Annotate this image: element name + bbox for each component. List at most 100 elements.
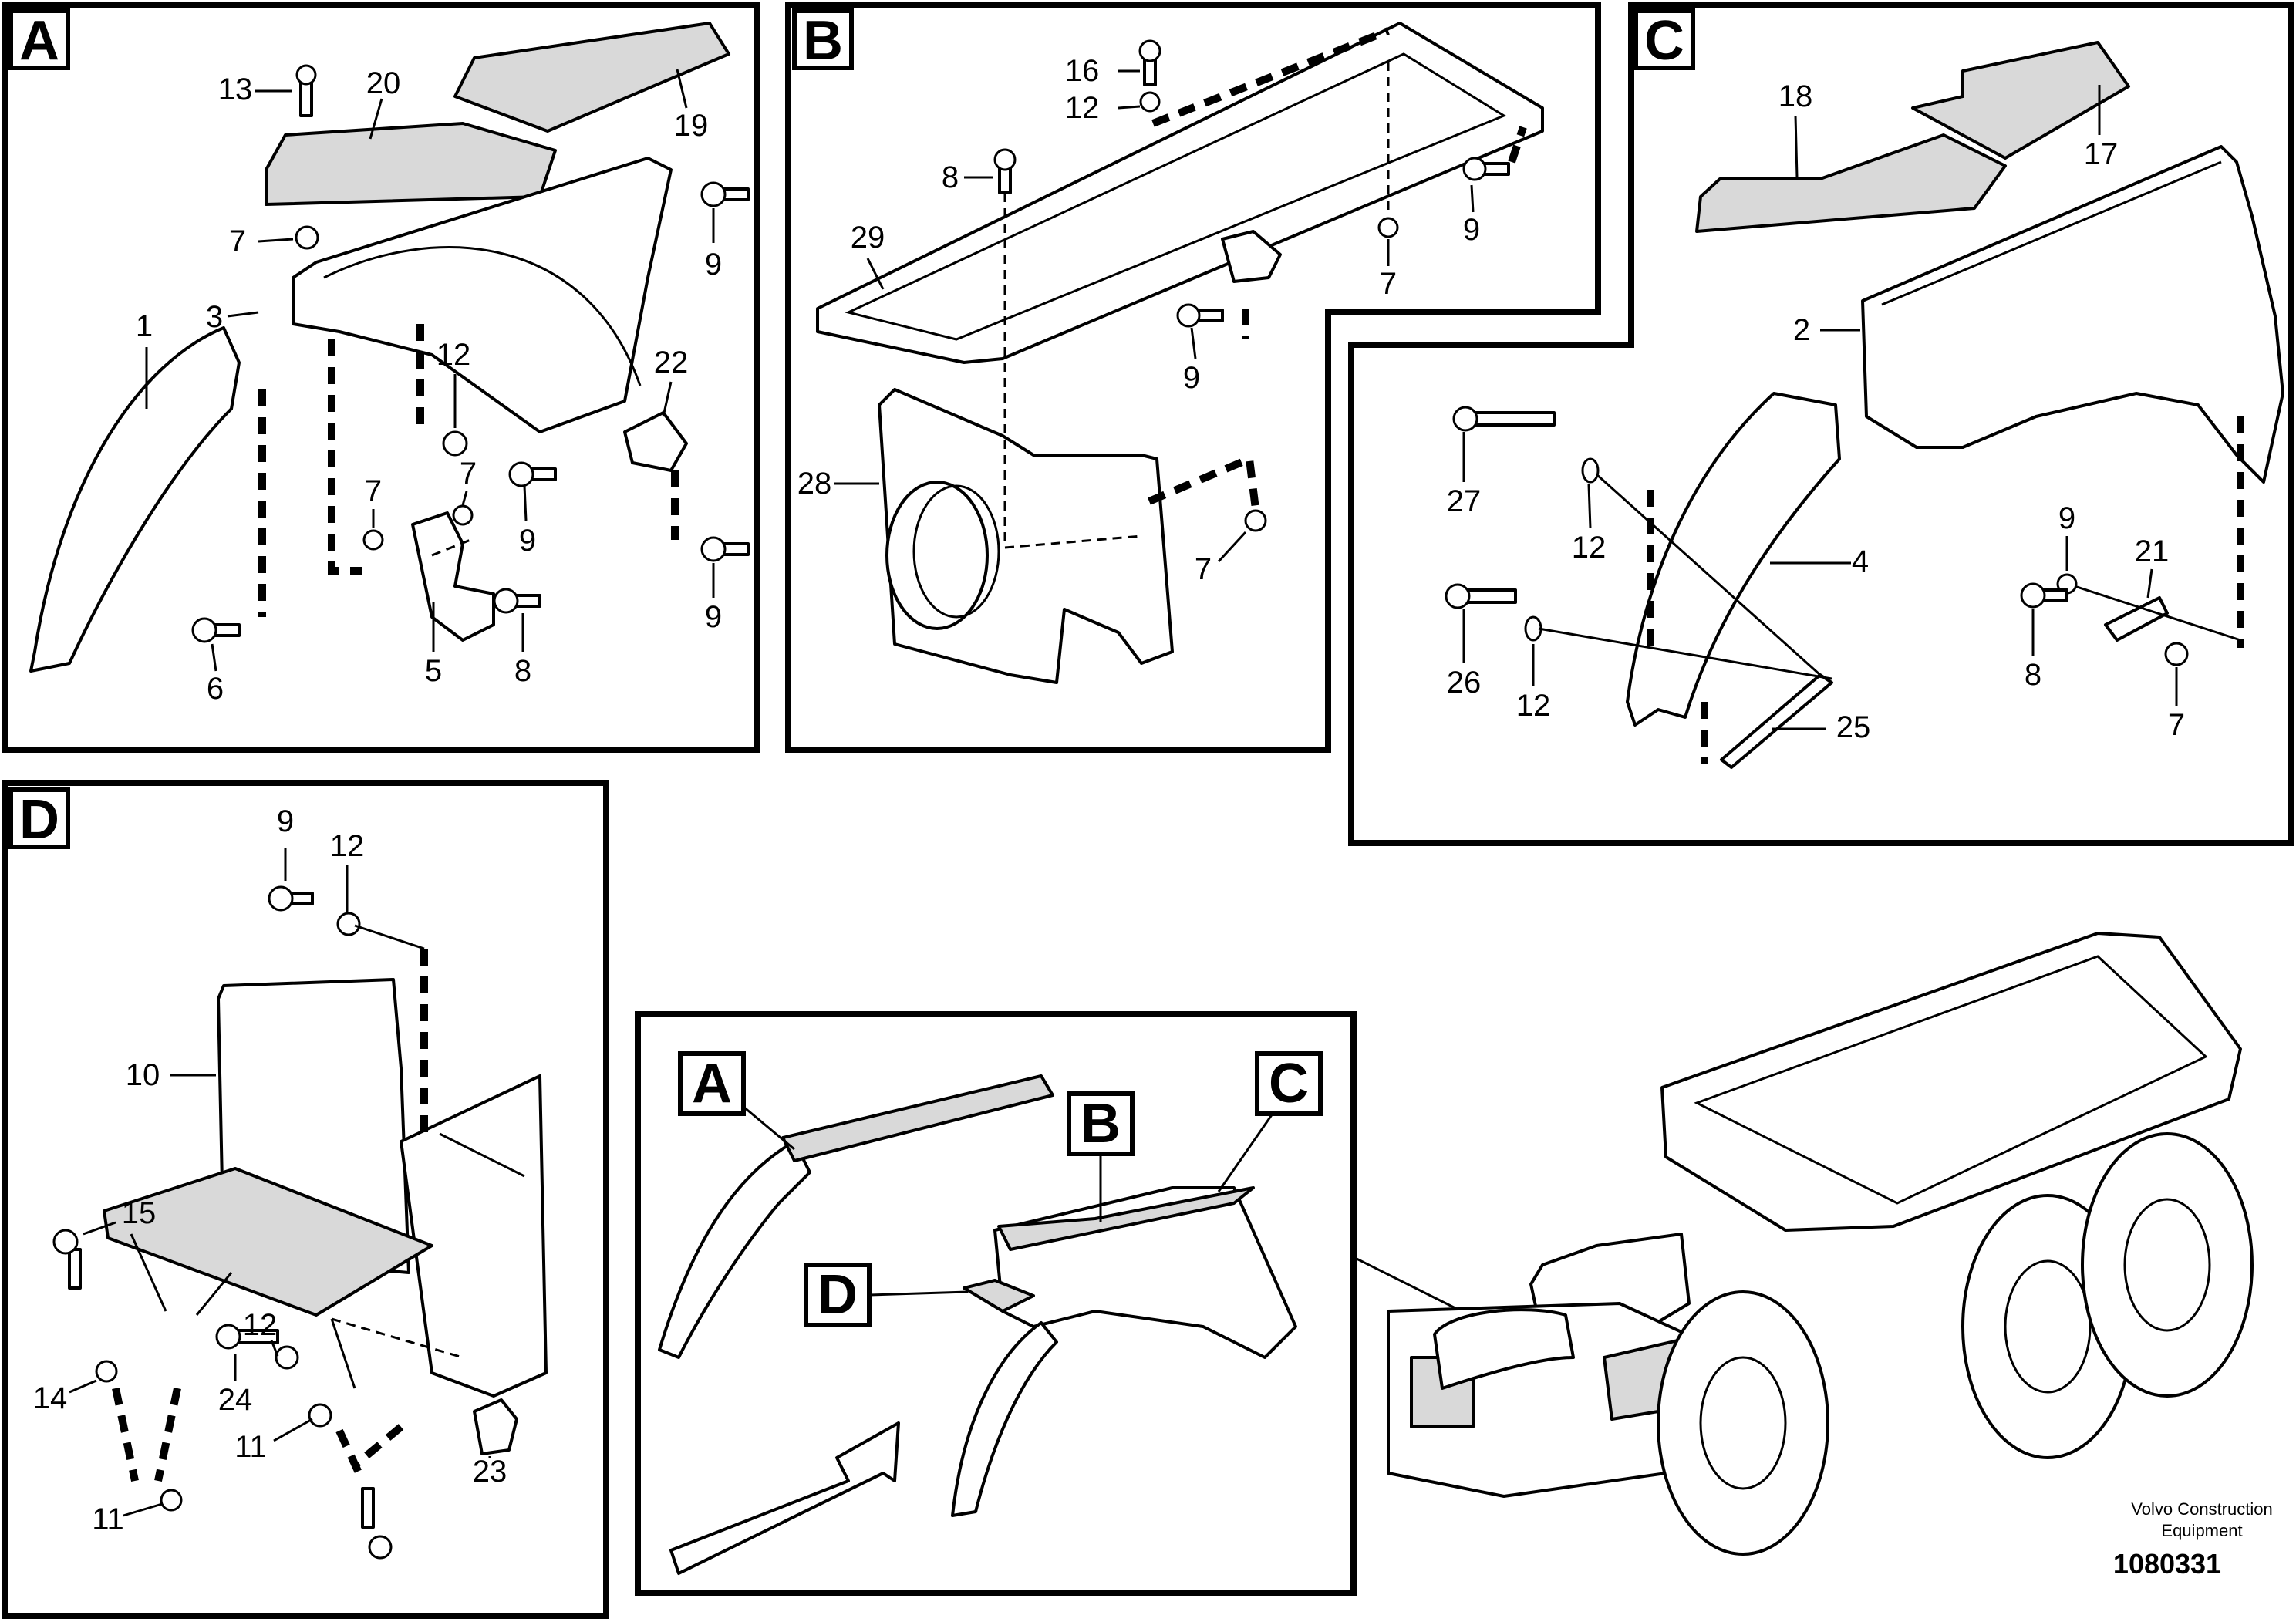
callout-b-8: 8 <box>942 160 959 194</box>
footer: Volvo Construction Equipment 1080331 <box>2113 1499 2273 1580</box>
callout-d-10: 10 <box>126 1058 160 1092</box>
callout-d-23: 23 <box>473 1455 507 1489</box>
callout-c-21: 21 <box>2135 534 2170 568</box>
callout-d-15: 15 <box>122 1196 157 1230</box>
callout-c-8: 8 <box>2025 658 2041 692</box>
overview-badge-c <box>1255 1051 1323 1116</box>
panel-b-badge <box>792 8 854 70</box>
callout-d-14: 14 <box>33 1381 68 1415</box>
bracket-b <box>1221 230 1282 283</box>
side-plate <box>400 1074 548 1398</box>
overview-step-d <box>963 1279 1035 1313</box>
callout-a-6: 6 <box>207 672 224 706</box>
duct-opening <box>885 481 989 630</box>
callout-a-7c: 7 <box>460 457 477 491</box>
callout-a-19: 19 <box>674 109 709 143</box>
panel-a-letter: A <box>19 10 59 72</box>
overview-letter-c: C <box>1269 1053 1309 1114</box>
callout-c-2: 2 <box>1793 313 1810 347</box>
mudguard-1 <box>29 326 241 673</box>
overview-badge-a <box>678 1051 746 1116</box>
callout-a-9c: 9 <box>705 600 722 634</box>
callout-b-16: 16 <box>1065 54 1100 88</box>
callout-b-7b: 7 <box>1195 552 1212 586</box>
callout-c-26: 26 <box>1447 666 1482 700</box>
step-plate-17 <box>1911 41 2130 160</box>
callout-a-5: 5 <box>425 654 442 688</box>
panel-a-badge <box>8 8 70 70</box>
panel-c-letter: C <box>1644 10 1684 72</box>
panel-d: D 9 12 10 15 14 12 <box>2 780 609 1619</box>
callout-a-7b: 7 <box>365 474 382 508</box>
overview-letter-a: A <box>692 1053 732 1114</box>
callout-c-18: 18 <box>1778 79 1813 113</box>
overview-arrow <box>669 1421 900 1575</box>
callout-a-12: 12 <box>437 338 471 372</box>
panel-a: A 13 20 19 7 9 <box>2 2 760 753</box>
callout-d-12: 12 <box>330 829 365 863</box>
overview-step-b <box>997 1186 1255 1251</box>
overview-step-a <box>781 1074 1054 1162</box>
callout-b-9: 9 <box>1463 213 1480 247</box>
callout-a-1: 1 <box>136 309 153 343</box>
callout-c-4: 4 <box>1852 545 1869 578</box>
overview-letter-b: B <box>1081 1093 1121 1155</box>
callout-a-7: 7 <box>229 224 246 258</box>
callout-b-28: 28 <box>797 467 832 501</box>
callout-d-24: 24 <box>218 1383 253 1417</box>
drawing-number: 1080331 <box>2113 1548 2221 1580</box>
panel-c: C 18 17 2 27 12 9 21 <box>1348 2 2294 846</box>
panel-d-letter: D <box>19 789 59 851</box>
panel-c-badge <box>1633 8 1695 70</box>
callout-c-7: 7 <box>2168 708 2185 742</box>
step-plate-20 <box>265 122 557 206</box>
callout-a-13: 13 <box>218 73 253 106</box>
overview-panel: A B C D <box>635 1011 1357 1596</box>
company-line1: Volvo Construction <box>2131 1499 2272 1519</box>
callout-d-9: 9 <box>277 804 294 838</box>
dump-body <box>1660 932 2242 1232</box>
callout-a-9: 9 <box>705 248 722 282</box>
callout-a-3: 3 <box>206 300 223 334</box>
callout-c-27: 27 <box>1447 484 1482 518</box>
callout-a-9b: 9 <box>519 524 536 558</box>
callout-b-9b: 9 <box>1183 361 1200 395</box>
overview-fender <box>658 1140 811 1359</box>
frame-29 <box>816 22 1544 364</box>
overview-badge-d <box>804 1263 872 1327</box>
callout-b-29: 29 <box>851 221 885 255</box>
callout-d-12b: 12 <box>243 1308 278 1342</box>
highlight-fender <box>1433 1308 1575 1390</box>
callout-b-12: 12 <box>1065 91 1100 125</box>
front-wheel <box>1657 1290 1829 1556</box>
panel-d-badge <box>8 787 70 849</box>
panel-b: B 16 12 8 29 7 9 9 <box>785 2 1601 753</box>
truck-illustration <box>1387 932 2254 1556</box>
panel-b-letter: B <box>803 10 843 72</box>
step-plate-d <box>103 1167 433 1317</box>
bracket-22 <box>623 411 688 472</box>
callout-a-8: 8 <box>514 654 531 688</box>
callout-a-20: 20 <box>366 66 401 100</box>
callout-b-7: 7 <box>1380 267 1397 301</box>
callout-c-9: 9 <box>2058 501 2075 535</box>
callout-a-22: 22 <box>654 346 689 379</box>
callout-c-25: 25 <box>1836 710 1871 744</box>
bracket-5 <box>411 511 495 642</box>
overview-lower-fender <box>951 1321 1058 1517</box>
company-line2: Equipment <box>2161 1521 2242 1540</box>
callout-c-12b: 12 <box>1516 689 1551 723</box>
overview-letter-d: D <box>818 1264 858 1326</box>
rear-wheel <box>2081 1132 2254 1398</box>
rod-25 <box>1720 673 1833 769</box>
bracket-23 <box>473 1398 518 1455</box>
step-plate-19 <box>453 22 730 133</box>
fender-3 <box>292 157 673 433</box>
bracket-21 <box>2104 596 2169 642</box>
step-plate-18 <box>1695 133 2007 233</box>
overview-connector <box>1353 1256 1462 1313</box>
callout-d-11: 11 <box>92 1502 124 1536</box>
callout-c-17: 17 <box>2084 137 2119 171</box>
callout-d-11b: 11 <box>234 1430 267 1464</box>
